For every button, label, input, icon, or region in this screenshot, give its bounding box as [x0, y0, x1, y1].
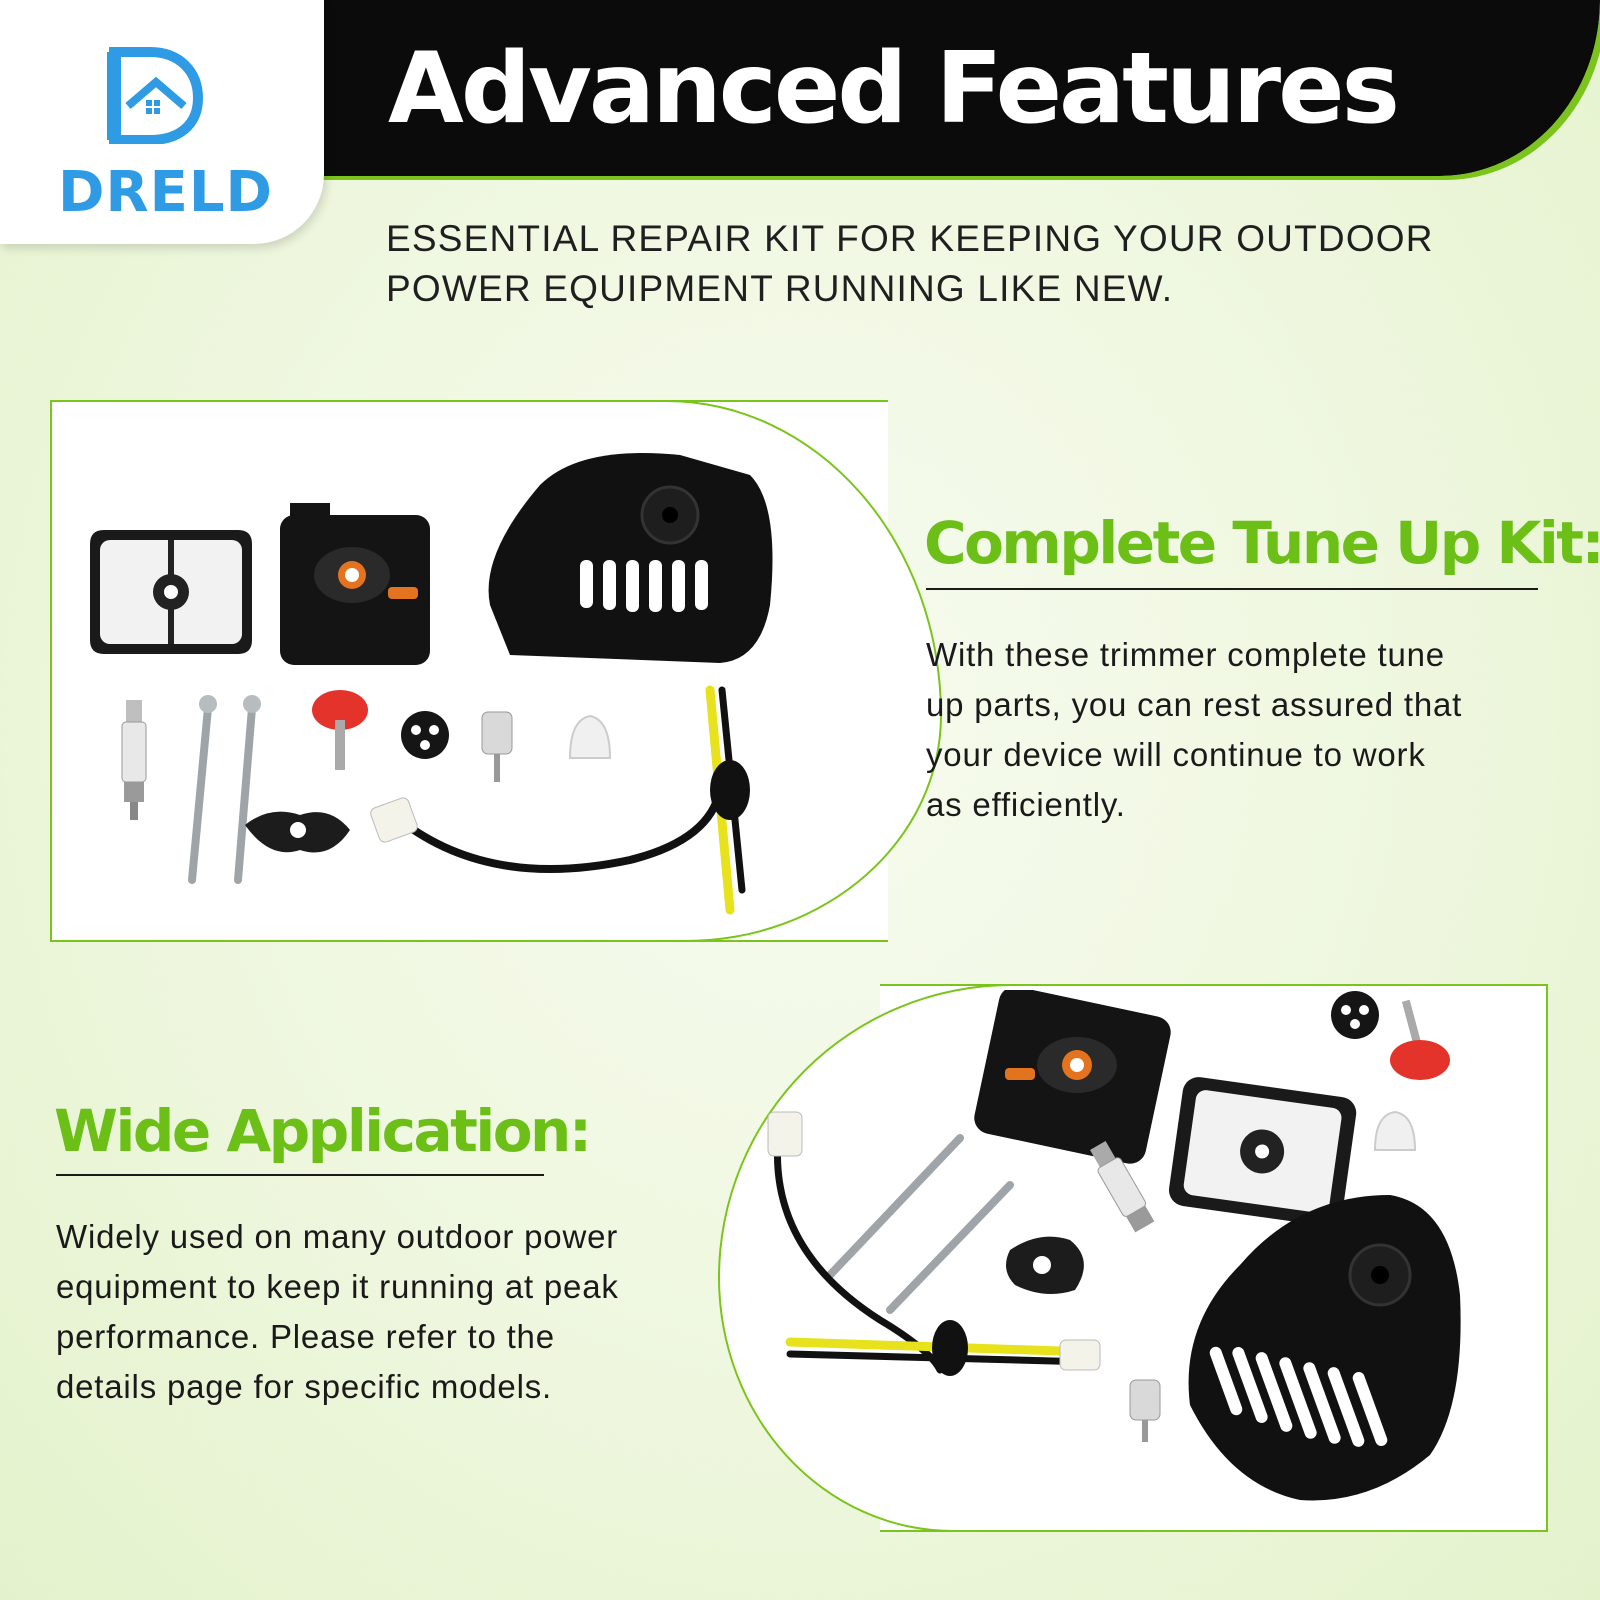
grommet-part [1331, 991, 1379, 1039]
bolt-part [188, 704, 256, 884]
air-filter-cover-part [488, 453, 773, 663]
logo-card: DRELD [0, 0, 324, 244]
subtitle-line: ESSENTIAL REPAIR KIT FOR KEEPING YOUR OU… [386, 218, 1434, 259]
carburetor-housing-part [974, 990, 1171, 1164]
page-title: Advanced Features [388, 32, 1400, 146]
fuel-filter-part [1129, 1379, 1161, 1442]
primer-bulb-part [1373, 1110, 1417, 1151]
air-filter-cover-part [1188, 1195, 1461, 1501]
spark-plug-part [1090, 1141, 1155, 1233]
feature-body-line: as efficiently. [926, 786, 1126, 823]
feature-body-line: up parts, you can rest assured that [926, 686, 1463, 723]
feature-divider [926, 588, 1538, 590]
primer-knob-part [1390, 999, 1450, 1080]
air-filter-part [1168, 1077, 1357, 1227]
feature-body-tune-up: With these trimmer complete tune up part… [926, 630, 1462, 830]
feature-title-tune-up: Complete Tune Up Kit: [924, 509, 1600, 577]
primer-bulb-part [568, 714, 612, 759]
grommet-part [401, 711, 449, 759]
air-filter-part [90, 530, 252, 654]
tune-up-kit-image-alt [767, 990, 1461, 1501]
spark-plug-part [121, 700, 147, 820]
fuel-filter-part [481, 711, 513, 782]
house-d-logo-icon [107, 47, 204, 144]
feature-body-line: details page for specific models. [56, 1368, 552, 1405]
feature-body-line: With these trimmer complete tune [926, 636, 1445, 673]
brand-name: DRELD [58, 160, 274, 225]
product-panel-top [50, 400, 1550, 942]
gasket-part [245, 811, 350, 853]
gasket-part [1006, 1236, 1084, 1294]
fuel-line-part [767, 1111, 1101, 1376]
subtitle: ESSENTIAL REPAIR KIT FOR KEEPING YOUR OU… [386, 214, 1546, 314]
feature-body-line: your device will continue to work [926, 736, 1426, 773]
subtitle-line: POWER EQUIPMENT RUNNING LIKE NEW. [386, 268, 1174, 309]
fuel-line-part [370, 685, 750, 915]
carburetor-housing-part [280, 503, 430, 665]
feature-body-line: Widely used on many outdoor power [56, 1218, 619, 1255]
feature-body-line: performance. Please refer to the [56, 1318, 555, 1355]
feature-title-wide-application: Wide Application: [54, 1097, 592, 1165]
feature-divider [56, 1174, 544, 1176]
bolt-part [826, 1134, 1014, 1314]
primer-knob-part [312, 690, 368, 770]
feature-body-wide-application: Widely used on many outdoor power equipm… [56, 1212, 619, 1412]
tune-up-kit-image [90, 453, 773, 915]
feature-body-line: equipment to keep it running at peak [56, 1268, 619, 1305]
